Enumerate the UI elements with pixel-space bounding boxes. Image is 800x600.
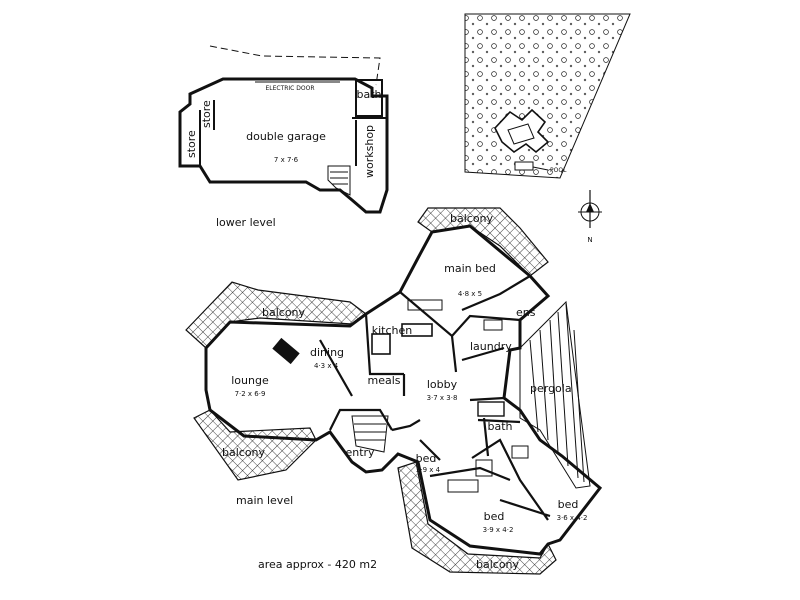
- garage-stair: [327, 165, 351, 196]
- dining-table: [272, 337, 300, 365]
- wardrobe-main: [407, 299, 443, 311]
- dining-label: dining: [310, 346, 344, 359]
- balcony-left-label: balcony: [262, 306, 306, 319]
- bath-tub: [477, 401, 505, 417]
- entry-stair: [351, 415, 389, 453]
- ensuite-vanity: [483, 319, 503, 331]
- laundry-label: laundry: [470, 340, 512, 353]
- north-arrow-icon: [578, 190, 602, 228]
- wardrobe-bed1: [475, 459, 493, 477]
- site-house-footprint: [494, 108, 550, 154]
- main-bed-label: main bed: [444, 262, 496, 275]
- balcony-bottom-left-label: balcony: [222, 446, 266, 459]
- kitchen-bench-2: [401, 323, 433, 337]
- workshop-label: workshop: [363, 125, 376, 178]
- driveway-outline: [209, 45, 381, 86]
- site-boundary: [464, 13, 631, 179]
- pergola-label: pergola: [530, 382, 572, 395]
- main-exterior-walls: [204, 224, 603, 556]
- main-level-plan: balcony main bed 4·8 x 5 ens laundry kit…: [185, 207, 603, 575]
- north-label: N: [587, 236, 592, 244]
- balcony-top-label: balcony: [450, 212, 494, 225]
- bed1-label: bed: [416, 452, 437, 465]
- kitchen-label: kitchen: [372, 324, 413, 337]
- garage-size-label: 7 x 7·6: [274, 156, 299, 164]
- store-label-left: store: [185, 130, 198, 158]
- lounge-label: lounge: [231, 374, 269, 387]
- entry-label: entry: [345, 446, 375, 459]
- lower-level-plan: ELECTRIC DOOR bath store store double ga…: [178, 45, 389, 229]
- electric-door-label: ELECTRIC DOOR: [265, 85, 314, 92]
- ens-label: ens: [516, 306, 536, 319]
- bath-vanity: [511, 445, 529, 459]
- pool-label: POOL: [550, 167, 567, 174]
- pergola: [519, 300, 591, 489]
- site-pool: [514, 161, 534, 171]
- balcony-bottom-left: [193, 409, 317, 481]
- bath-label: bath: [487, 420, 512, 433]
- bed1-size-label: 3·9 x 4: [416, 466, 441, 474]
- bed3-size-label: 3·6 x 4·2: [557, 514, 588, 522]
- meals-label: meals: [367, 374, 400, 387]
- kitchen-bench: [371, 333, 391, 355]
- lower-level-caption: lower level: [216, 216, 276, 229]
- bed3-label: bed: [558, 498, 579, 511]
- balcony-bottom-label: balcony: [476, 558, 520, 571]
- main-bed-size-label: 4·8 x 5: [458, 290, 482, 298]
- site-plan: POOL N: [464, 13, 631, 244]
- garage-bath-room: [355, 79, 383, 117]
- bed2-size-label: 3·9 x 4·2: [483, 526, 514, 534]
- wardrobe-bed2: [447, 479, 479, 493]
- garage-label: double garage: [246, 130, 326, 143]
- lounge-size-label: 7·2 x 6·9: [235, 390, 266, 398]
- lobby-label: lobby: [427, 378, 458, 391]
- store-label-right: store: [200, 100, 213, 128]
- internal-walls: [319, 275, 551, 521]
- area-label: area approx - 420 m2: [258, 558, 377, 571]
- garage-bath-label: bath: [356, 88, 381, 101]
- dining-size-label: 4·3 x 4: [314, 362, 339, 370]
- bed2-label: bed: [484, 510, 505, 523]
- main-level-caption: main level: [236, 494, 293, 507]
- lobby-size-label: 3·7 x 3·8: [427, 394, 458, 402]
